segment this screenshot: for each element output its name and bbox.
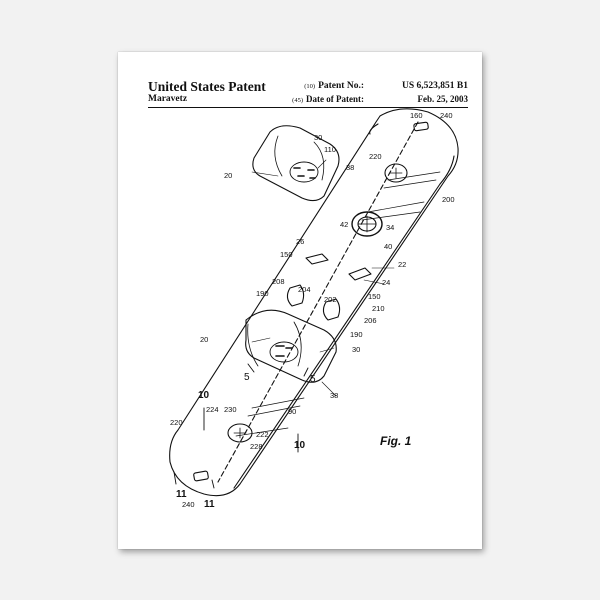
ref-42: 42 [340,220,348,229]
ref-10-left: 10 [198,390,210,401]
ref-150-left: 150 [280,250,293,259]
patent-date-index: (45) [292,97,304,104]
header-rule [148,107,468,108]
ref-20-top: 20 [224,171,232,180]
ref-110: 110 [324,145,336,154]
snowboard-drawing: 160 240 220 200 42 34 40 26 22 150 24 15… [169,108,459,510]
mount-plate [305,253,372,281]
ref-190-left: 190 [256,289,269,298]
ref-10-right: 10 [294,440,306,451]
board-centerline [217,121,419,483]
ref-150-right: 150 [368,292,381,301]
ref-220-top: 220 [369,152,382,161]
ref-206: 206 [364,316,377,325]
figure-label: Fig. 1 [380,434,412,448]
ref-5-right: 5 [310,374,316,385]
patent-title: United States Patent [148,79,266,94]
ref-222: 222 [256,430,269,439]
ref-202: 202 [324,295,337,304]
board-stripe [235,397,305,437]
ref-208: 208 [272,277,285,286]
lower-binding [245,309,337,383]
ref-160: 160 [410,111,423,120]
patent-date-label: Date of Patent: [306,94,364,104]
ref-26: 26 [296,237,304,246]
patent-number-index: (10) [304,83,316,90]
tail-insert [193,470,209,482]
binding-clip [286,284,341,321]
ref-210: 210 [372,304,385,313]
inventor-name: Maravetz [148,94,188,104]
ref-224: 224 [206,405,219,414]
snowboard-outline [169,108,459,497]
patent-date-value: Feb. 25, 2003 [417,94,469,104]
ref-230: 230 [224,405,237,414]
upper-binding [252,125,340,202]
board-edge-line [233,123,455,489]
center-disc [351,211,383,237]
ref-204: 204 [298,285,311,294]
upper-disc [384,163,408,183]
ref-38-lower: 38 [330,391,338,400]
ref-11-right: 11 [204,499,215,510]
ref-34: 34 [386,223,394,232]
nose-insert [413,121,429,132]
ref-30-top: 30 [314,133,322,142]
patent-number-value: US 6,523,851 B1 [402,81,468,91]
ref-30-lower: 30 [352,345,360,354]
ref-220-lower: 220 [170,418,183,427]
ref-240-top: 240 [440,111,453,120]
ref-24: 24 [382,278,390,287]
patent-number-row: (10)Patent No.: US 6,523,851 B1 [304,81,468,91]
ref-11-left: 11 [176,489,187,500]
ref-228: 228 [250,442,263,451]
patent-date-row: (45)Date of Patent: Feb. 25, 2003 [292,94,468,104]
ref-20-lower: 20 [200,335,208,344]
ref-5-left: 5 [244,372,250,383]
board-stripe [361,171,441,221]
ref-90: 90 [288,407,296,416]
patent-number-label: Patent No.: [318,81,364,91]
ref-40: 40 [384,242,392,251]
ref-240-bottom: 240 [182,500,195,509]
lower-disc [227,423,253,443]
patent-print-canvas: United States Patent Maravetz (10)Patent… [118,52,482,549]
ref-190-right: 190 [350,330,363,339]
ref-22: 22 [398,260,406,269]
ref-38-top: 38 [346,163,354,172]
ref-200: 200 [442,195,455,204]
